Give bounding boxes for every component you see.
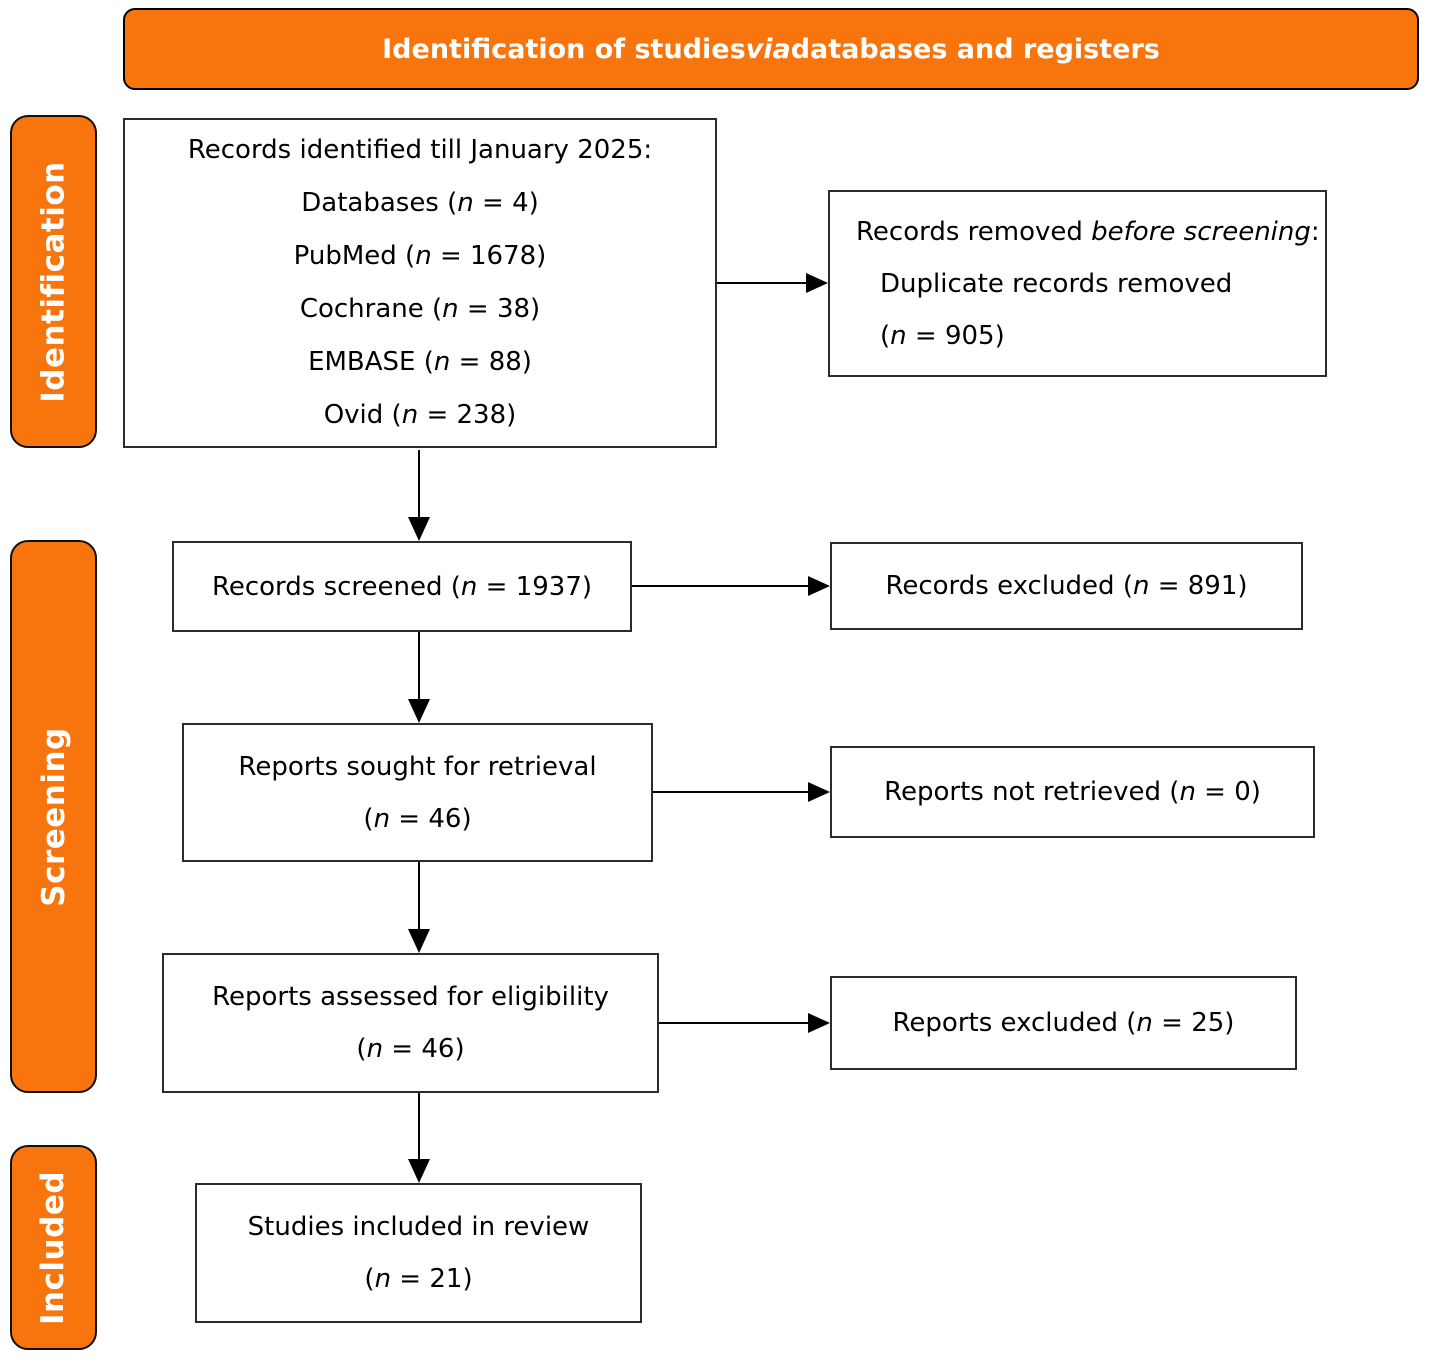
stage-label-identification: Identification [10, 115, 97, 448]
box-studies-included-in-review: Studies included in review (n = 21) [195, 1183, 642, 1323]
box-reports-sought-for-retrieval: Reports sought for retrieval (n = 46) [182, 723, 653, 862]
box-records-excluded: Records excluded (n = 891) [830, 542, 1303, 630]
stage-label-text: Screening [35, 726, 72, 907]
text-line: Reports assessed for eligibility [212, 982, 609, 1012]
arrow-screened-to-excluded [632, 585, 808, 587]
text-line: Reports sought for retrieval [238, 751, 597, 782]
box-records-identified: Records identified till January 2025: Da… [123, 118, 717, 448]
text-line: Records excluded (n = 891) [885, 571, 1248, 601]
text-line: Cochrane (n = 38) [299, 294, 541, 324]
arrow-sought-to-assessed [418, 862, 420, 929]
text-line: Records identified till January 2025: [187, 135, 653, 165]
text-line: (n = 905) [880, 320, 1005, 351]
box-reports-assessed-for-eligibility: Reports assessed for eligibility (n = 46… [162, 953, 659, 1093]
text-line: (n = 21) [364, 1264, 473, 1294]
text-line: PubMed (n = 1678) [293, 241, 547, 271]
text-line: Reports not retrieved (n = 0) [884, 777, 1261, 807]
arrow-screened-to-sought [418, 632, 420, 699]
text-line: Ovid (n = 238) [323, 400, 517, 430]
stage-label-text: Included [35, 1170, 72, 1325]
text-line: (n = 46) [363, 803, 472, 834]
text-line: Databases (n = 4) [301, 188, 539, 218]
box-reports-not-retrieved: Reports not retrieved (n = 0) [830, 746, 1315, 838]
text-line: Records removed before screening: [856, 216, 1320, 247]
arrow-identified-to-removed [717, 282, 806, 284]
box-records-screened: Records screened (n = 1937) [172, 541, 632, 632]
arrow-sought-to-not-retrieved [653, 791, 808, 793]
diagram-title-banner: Identification of studies via databases … [123, 8, 1419, 90]
text-line: Records screened (n = 1937) [211, 571, 593, 602]
text-line: Studies included in review [247, 1212, 590, 1242]
stage-label-text: Identification [35, 160, 72, 403]
text-line: (n = 46) [356, 1034, 465, 1064]
arrow-assessed-to-reports-excluded [659, 1022, 808, 1024]
arrow-assessed-to-included [418, 1093, 420, 1159]
stage-label-included: Included [10, 1145, 97, 1350]
box-records-removed-before-screening: Records removed before screening: Duplic… [828, 190, 1327, 377]
text-line: EMBASE (n = 88) [308, 347, 532, 377]
stage-label-screening: Screening [10, 540, 97, 1093]
text-line: Reports excluded (n = 25) [892, 1008, 1235, 1038]
box-reports-excluded: Reports excluded (n = 25) [830, 976, 1297, 1070]
text-line: Duplicate records removed [880, 268, 1233, 299]
arrow-identified-to-screened [418, 450, 420, 517]
